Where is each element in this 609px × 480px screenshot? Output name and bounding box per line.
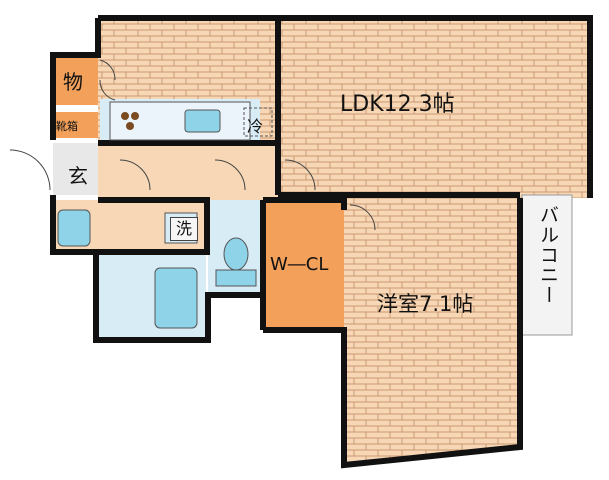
balcony-area <box>521 194 573 336</box>
laundry-label: 洗 <box>170 217 198 241</box>
ldk-label: LDK12.3帖 <box>340 92 455 117</box>
western-room-label: 洋室7.1帖 <box>377 292 474 316</box>
entrance-label: 玄 <box>68 164 88 188</box>
door-swings <box>9 59 376 231</box>
fridge-label: 冷 <box>247 117 264 136</box>
storage-closet <box>53 55 98 105</box>
kitchen-counter <box>109 101 251 141</box>
toilet <box>215 237 257 287</box>
western-room <box>344 198 520 462</box>
storage-label: 物 <box>63 70 83 94</box>
bathtub <box>154 267 198 329</box>
shoe-box-label: 靴箱 <box>56 120 78 133</box>
walls <box>50 15 593 469</box>
fridge-space <box>243 107 273 137</box>
hallway <box>98 143 278 200</box>
entrance-floor <box>53 143 98 195</box>
balcony-label: バルコニー <box>537 205 559 305</box>
washbasin <box>57 209 91 247</box>
shoe-box <box>53 112 98 138</box>
walk-in-closet-label: W―CL <box>270 254 329 275</box>
walk-in-closet <box>264 203 344 330</box>
